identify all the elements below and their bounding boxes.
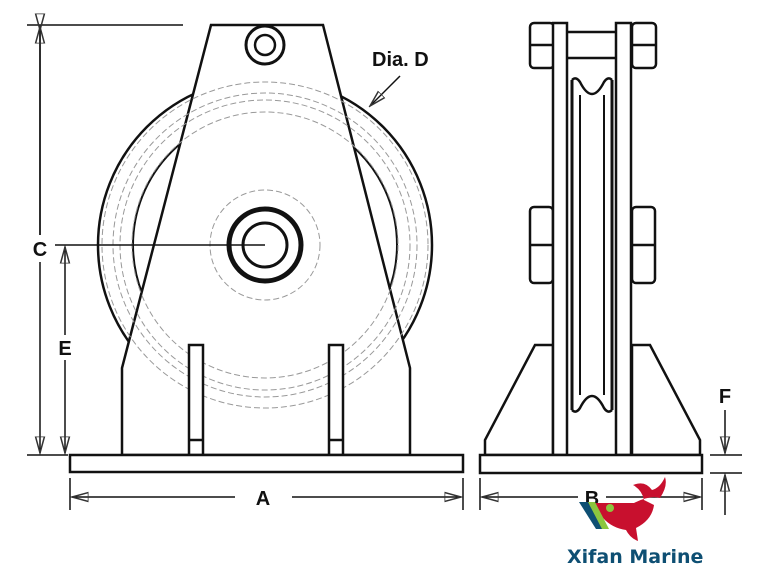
dimension-label-a: A	[256, 488, 270, 510]
base-plate	[68, 453, 465, 474]
front-view	[68, 23, 465, 474]
dimension-lines	[27, 25, 742, 515]
top-bolt	[244, 24, 286, 66]
right-slot	[327, 343, 345, 457]
left-slot	[187, 343, 205, 457]
dimension-label-f: F	[719, 386, 731, 408]
dimension-label-e: E	[58, 338, 71, 360]
housing-plate	[120, 23, 412, 457]
brand-name: Xifan Marine	[567, 546, 703, 568]
fish-logo-icon	[592, 477, 666, 541]
xifan-marine-logo: Xifan Marine	[567, 477, 703, 568]
side-view	[478, 21, 704, 475]
dimension-label-dia-d: Dia. D	[372, 49, 429, 71]
dimension-label-c: C	[33, 239, 47, 261]
